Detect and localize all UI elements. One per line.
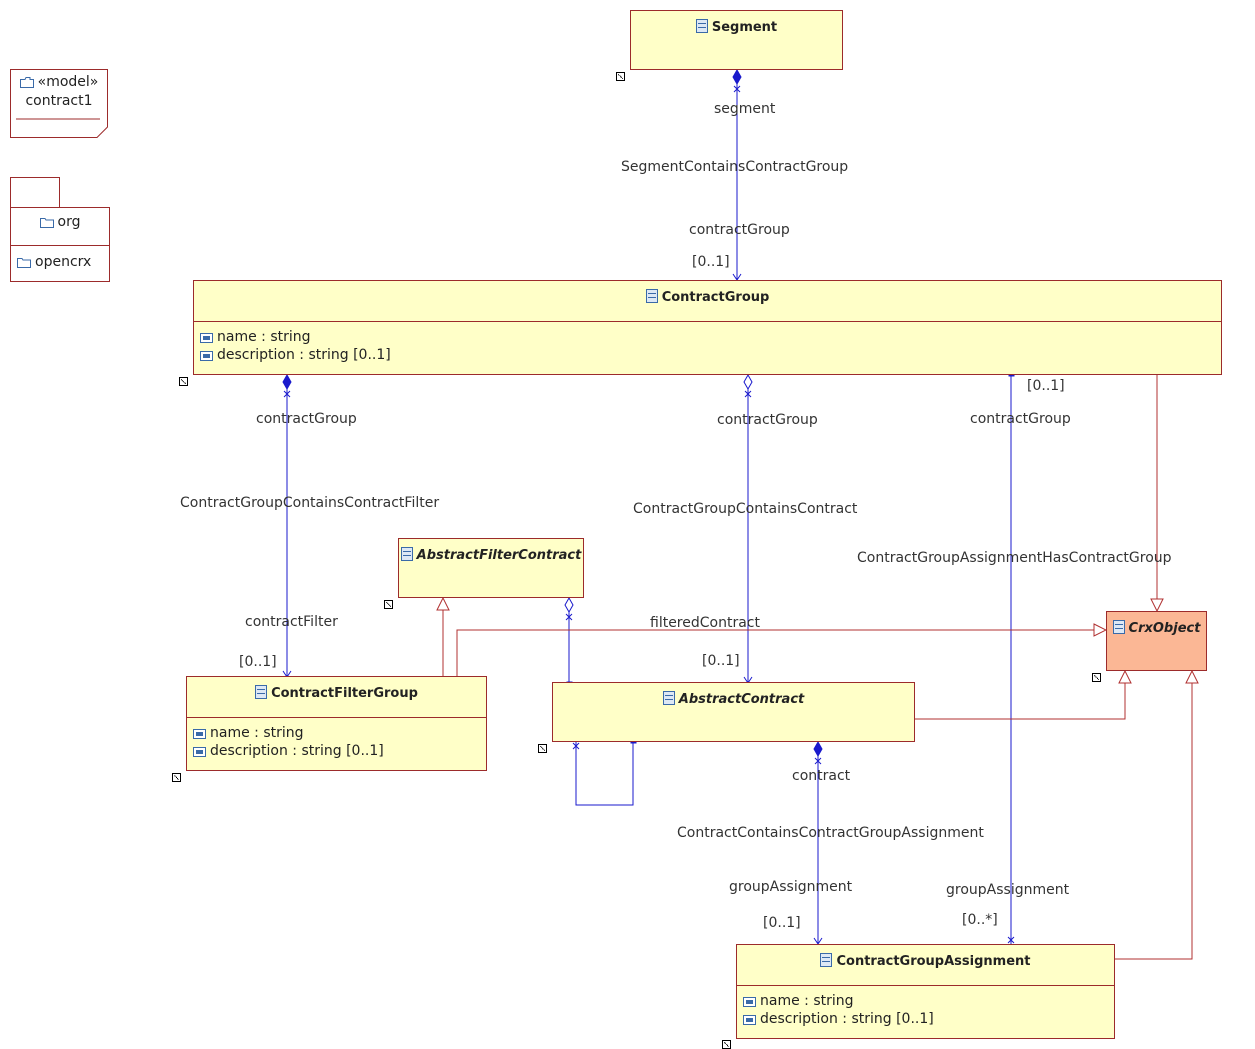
class-name: ContractGroupAssignment (737, 945, 1114, 975)
attribute-text: description : string [0..1] (210, 743, 384, 759)
class-icon (645, 289, 658, 307)
association-name[interactable]: SegmentContainsContractGroup (621, 159, 849, 175)
class-name-text: ContractFilterGroup (271, 686, 418, 701)
class-abstract-contract[interactable]: AbstractContract (552, 682, 915, 742)
class-name: Segment (631, 11, 842, 41)
class-name-text: AbstractFilterContract (416, 548, 582, 563)
role-label: groupAssignment (946, 882, 1070, 898)
model-stereotype-text: «model» (37, 74, 99, 90)
model-name: contract1 (25, 93, 93, 109)
package-tab (10, 177, 60, 208)
class-icon (1112, 620, 1125, 638)
role-label: contractGroup (689, 222, 790, 238)
shortcut-icon[interactable] (172, 773, 181, 782)
role-label: contractGroup (717, 412, 818, 428)
shortcut-icon[interactable] (616, 72, 625, 81)
role-label: contract (792, 768, 851, 784)
class-crx-object[interactable]: CrxObject (1106, 611, 1207, 671)
class-contract-group[interactable]: ContractGroup name : string description … (193, 280, 1222, 375)
attribute-text: name : string (217, 329, 311, 345)
attribute[interactable]: description : string [0..1] (194, 346, 1221, 364)
attribute-icon (743, 994, 756, 1012)
shortcut-icon[interactable] (179, 377, 188, 386)
attribute-compartment: name : string description : string [0..1… (187, 717, 486, 760)
class-abstract-filter-contract[interactable]: AbstractFilterContract (398, 538, 584, 598)
folder-icon (39, 216, 54, 232)
class-name: CrxObject (1107, 612, 1206, 642)
attribute-compartment: name : string description : string [0..1… (194, 321, 1221, 364)
class-contract-group-assignment[interactable]: ContractGroupAssignment name : string de… (736, 944, 1115, 1039)
class-name: ContractGroup (194, 281, 1221, 311)
class-name-text: Segment (711, 20, 778, 35)
class-name: AbstractFilterContract (399, 539, 583, 569)
assoc-assignment-has-contractgroup (1007, 370, 1015, 944)
attribute-icon (743, 1012, 756, 1030)
attribute-text: description : string [0..1] (217, 347, 391, 363)
multiplicity-label: [0..1] (1027, 378, 1065, 394)
role-label: filteredContract (650, 615, 760, 631)
role-label: contractGroup (256, 411, 357, 427)
attribute[interactable]: name : string (187, 724, 486, 742)
package-name-text: org (57, 214, 81, 230)
package-icon (19, 76, 34, 92)
class-icon (400, 547, 413, 565)
assoc-segment-contains-contractgroup (732, 68, 742, 281)
class-segment[interactable]: Segment (630, 10, 843, 70)
role-label: segment (714, 101, 776, 117)
attribute[interactable]: name : string (737, 992, 1114, 1010)
role-label: contractFilter (245, 614, 338, 630)
attribute-compartment: name : string description : string [0..1… (737, 985, 1114, 1028)
assoc-contract-contains-assignment (813, 740, 823, 945)
generalizations (443, 375, 1192, 960)
multiplicity-label: [0..1] (702, 653, 740, 669)
assoc-contractgroup-contains-contract (743, 373, 753, 684)
attribute-icon (200, 330, 213, 348)
attribute-icon (200, 348, 213, 366)
attribute[interactable]: description : string [0..1] (187, 742, 486, 760)
shortcut-icon[interactable] (384, 600, 393, 609)
attribute-text: name : string (760, 993, 854, 1009)
class-icon (255, 685, 268, 703)
class-name-text: AbstractContract (678, 692, 805, 707)
class-name: ContractFilterGroup (187, 677, 486, 707)
association-name[interactable]: ContractGroupContainsContract (633, 501, 858, 517)
role-label: contractGroup (970, 411, 1071, 427)
multiplicity-label: [0..1] (763, 915, 801, 931)
attribute-text: description : string [0..1] (760, 1011, 934, 1027)
attribute-icon (193, 726, 206, 744)
association-name[interactable]: ContractGroupContainsContractFilter (180, 495, 440, 511)
attribute[interactable]: description : string [0..1] (737, 1010, 1114, 1028)
role-label: groupAssignment (729, 879, 853, 895)
folder-icon (17, 256, 31, 272)
model-stereotype: «model» (10, 74, 108, 92)
class-icon (662, 691, 675, 709)
multiplicity-label: [0..1] (692, 254, 730, 270)
multiplicity-label: [0..1] (239, 654, 277, 670)
class-name-text: CrxObject (1128, 621, 1201, 636)
package-name: org (11, 208, 109, 246)
class-icon (820, 953, 833, 971)
association-name[interactable]: ContractGroupAssignmentHasContractGroup (857, 550, 1172, 566)
class-icon (695, 19, 708, 37)
multiplicity-label: [0..*] (962, 912, 998, 928)
assoc-abstractcontract-self (572, 737, 637, 806)
association-name[interactable]: ContractContainsContractGroupAssignment (677, 825, 984, 841)
attribute-icon (193, 744, 206, 762)
package-child: opencrx (11, 246, 109, 272)
shortcut-icon[interactable] (722, 1040, 731, 1049)
attribute-text: name : string (210, 725, 304, 741)
package-org[interactable]: org opencrx (10, 207, 110, 282)
model-note[interactable] (10, 69, 108, 138)
package-child-text: opencrx (35, 254, 92, 270)
class-name-text: ContractGroupAssignment (836, 954, 1031, 969)
class-name-text: ContractGroup (661, 290, 770, 305)
shortcut-icon[interactable] (538, 744, 547, 753)
shortcut-icon[interactable] (1092, 673, 1101, 682)
class-contract-filter-group[interactable]: ContractFilterGroup name : string descri… (186, 676, 487, 771)
class-name: AbstractContract (553, 683, 914, 713)
assoc-filtered-contract (564, 596, 574, 688)
attribute[interactable]: name : string (194, 328, 1221, 346)
